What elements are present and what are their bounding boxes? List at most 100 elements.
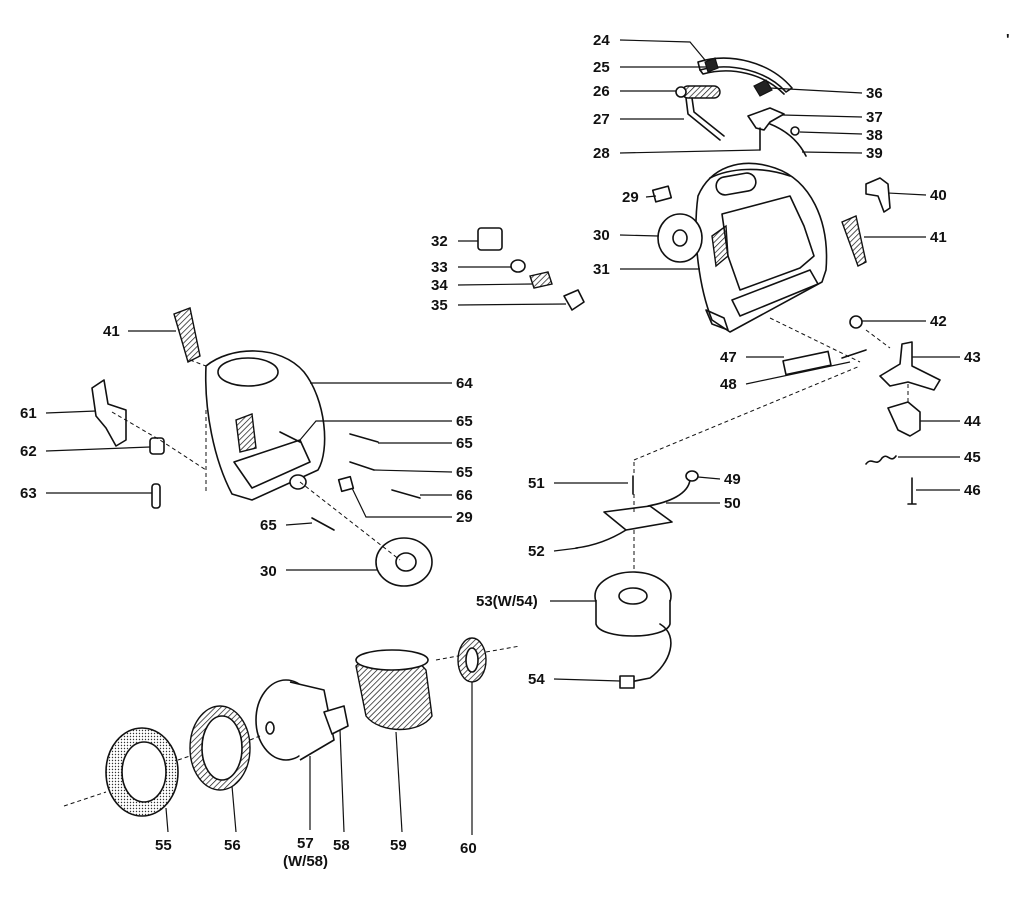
callout-31: 31 bbox=[593, 261, 610, 278]
callout-24: 24 bbox=[593, 32, 610, 49]
part-41-pad-right bbox=[841, 215, 867, 267]
callout-57: 57 bbox=[297, 835, 314, 852]
callout-34: 34 bbox=[431, 277, 448, 294]
callout-59: 59 bbox=[390, 837, 407, 854]
leader-line-65d bbox=[285, 522, 313, 526]
callout-leaders bbox=[45, 39, 960, 835]
leader-line-30a bbox=[619, 234, 659, 237]
leader-line-48 bbox=[745, 361, 851, 385]
callout-26: 26 bbox=[593, 83, 610, 100]
part-24-25-handle-cover bbox=[697, 57, 793, 95]
part-27-rod bbox=[685, 97, 725, 141]
callout-41b: 41 bbox=[103, 323, 120, 340]
part-36-clip bbox=[753, 79, 773, 97]
part-63-pin bbox=[151, 483, 161, 509]
leader-line-55 bbox=[165, 807, 169, 833]
part-54-plug bbox=[619, 675, 635, 689]
leader-line-56 bbox=[231, 785, 237, 833]
leader-line-58 bbox=[339, 729, 345, 833]
callout-66: 66 bbox=[456, 487, 473, 504]
leader-line-39 bbox=[801, 151, 863, 154]
callout-52: 52 bbox=[528, 543, 545, 560]
leader-line-61 bbox=[45, 410, 97, 414]
leader-line-40 bbox=[887, 192, 927, 196]
callout-61: 61 bbox=[20, 405, 37, 422]
callout-41a: 41 bbox=[930, 229, 947, 246]
part-56-gear-ring bbox=[189, 705, 251, 791]
callout-53: 53(W/54) bbox=[476, 593, 538, 610]
part-44-block bbox=[887, 401, 921, 437]
callout-64: 64 bbox=[456, 375, 473, 392]
callout-63: 63 bbox=[20, 485, 37, 502]
part-29-block-top bbox=[651, 185, 673, 203]
assembly-guide-lines bbox=[63, 317, 909, 807]
part-60-grill bbox=[457, 637, 487, 683]
part-37-bracket bbox=[747, 107, 785, 131]
leader-line-35 bbox=[457, 303, 567, 306]
leader-line-65c bbox=[373, 469, 453, 473]
part-62-cylinder bbox=[149, 437, 165, 455]
callout-47: 47 bbox=[720, 349, 737, 366]
part-57-fan-housing bbox=[255, 679, 335, 761]
callout-65c: 65 bbox=[456, 464, 473, 481]
part-39-wire bbox=[769, 123, 807, 157]
part-64-front-housing bbox=[204, 350, 326, 501]
part-29-block-left bbox=[337, 475, 355, 493]
part-47-label bbox=[782, 350, 832, 376]
callout-27: 27 bbox=[593, 111, 610, 128]
callout-45: 45 bbox=[964, 449, 981, 466]
callout-50: 50 bbox=[724, 495, 741, 512]
leader-line-54 bbox=[553, 678, 621, 682]
callout-62: 62 bbox=[20, 443, 37, 460]
callout-65a: 65 bbox=[456, 413, 473, 430]
part-42-spring bbox=[849, 315, 863, 329]
callout-65d: 65 bbox=[260, 517, 277, 534]
callout-40: 40 bbox=[930, 187, 947, 204]
callout-54: 54 bbox=[528, 671, 545, 688]
callout-57b: (W/58) bbox=[283, 853, 328, 870]
part-48-pin bbox=[841, 349, 867, 359]
part-54-cord bbox=[629, 623, 672, 683]
callout-28: 28 bbox=[593, 145, 610, 162]
callout-60: 60 bbox=[460, 840, 477, 857]
callout-29b: 29 bbox=[456, 509, 473, 526]
part-30-wheel-left bbox=[375, 537, 433, 587]
callout-56: 56 bbox=[224, 837, 241, 854]
callout-65b: 65 bbox=[456, 435, 473, 452]
callout-58: 58 bbox=[333, 837, 350, 854]
leader-line-52 bbox=[553, 547, 579, 552]
callout-35: 35 bbox=[431, 297, 448, 314]
part-52-fan-blade bbox=[575, 505, 673, 549]
callout-48: 48 bbox=[720, 376, 737, 393]
leader-line-29b bbox=[351, 487, 452, 518]
leader-line-65a bbox=[299, 420, 452, 441]
part-66-pin bbox=[391, 489, 421, 499]
part-45-spring bbox=[865, 455, 897, 465]
part-65-screw-a bbox=[279, 431, 301, 443]
callout-33: 33 bbox=[431, 259, 448, 276]
part-53-motor bbox=[594, 571, 672, 637]
callout-43: 43 bbox=[964, 349, 981, 366]
callout-29a: 29 bbox=[622, 189, 639, 206]
part-32-switch bbox=[477, 227, 503, 251]
part-59-filter bbox=[355, 649, 433, 731]
part-drawings bbox=[91, 57, 941, 817]
callout-55: 55 bbox=[155, 837, 172, 854]
callout-30a: 30 bbox=[593, 227, 610, 244]
part-33-knob bbox=[510, 259, 526, 273]
part-40-latch bbox=[865, 177, 891, 213]
callout-39: 39 bbox=[866, 145, 883, 162]
part-61-bracket bbox=[91, 379, 127, 447]
callout-32: 32 bbox=[431, 233, 448, 250]
leader-line-59 bbox=[395, 731, 403, 833]
leader-line-62 bbox=[45, 446, 151, 452]
part-58-tab bbox=[323, 705, 349, 735]
callout-38: 38 bbox=[866, 127, 883, 144]
part-65-screw-c bbox=[349, 461, 375, 471]
corner-mark: ' bbox=[1006, 31, 1010, 48]
part-26-grip bbox=[675, 85, 721, 99]
leader-line-38 bbox=[799, 131, 863, 135]
leader-line-34 bbox=[457, 283, 533, 286]
part-30-wheel-right bbox=[657, 213, 703, 263]
